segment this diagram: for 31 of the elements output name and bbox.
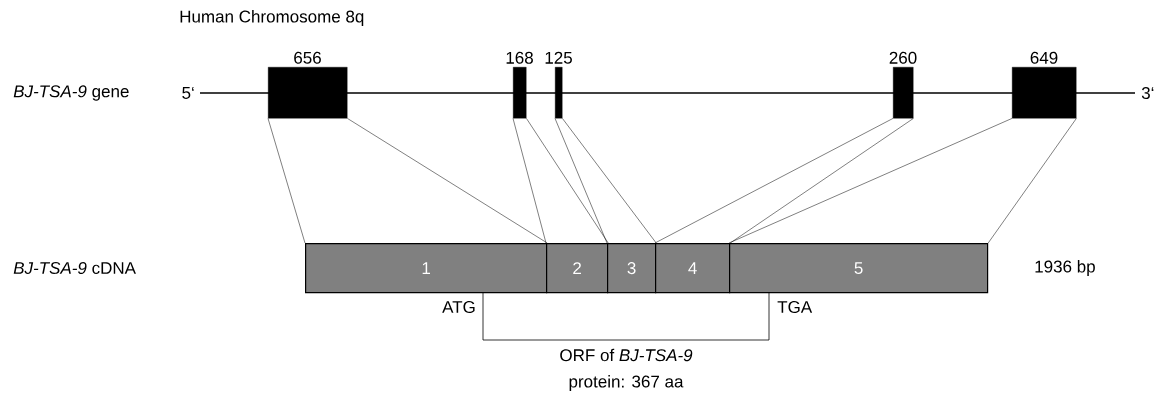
- exon-length: 168: [506, 51, 533, 64]
- connector-line: [562, 118, 657, 244]
- label: protein: 367 aa: [569, 375, 684, 391]
- connector-line: [654, 118, 894, 244]
- cdna-segment: 4: [655, 243, 731, 294]
- connector-line: [512, 118, 547, 244]
- label: TGA: [777, 301, 813, 314]
- exon-box: [555, 67, 563, 119]
- label: 3‘: [1141, 87, 1154, 100]
- exon-length: 649: [1030, 51, 1058, 64]
- exon-length: 260: [889, 51, 917, 64]
- label: Human Chromosome 8q: [180, 10, 364, 26]
- label: 5‘: [182, 87, 194, 99]
- label: BJ-TSA-9 gene: [13, 85, 129, 101]
- exon-box: [893, 67, 914, 119]
- connector-line: [987, 118, 1077, 244]
- label: ORF of BJ-TSA-9: [560, 348, 693, 362]
- connector-line: [267, 118, 306, 244]
- connector-line: [526, 118, 609, 244]
- exon-box: [513, 67, 527, 119]
- exon-box: [268, 67, 348, 119]
- connector-line: [347, 118, 548, 244]
- label: 1936 bp: [1035, 260, 1095, 276]
- label: BJ-TSA-9 cDNA: [13, 262, 136, 275]
- connector-line: [728, 118, 1013, 244]
- exon-length: 125: [545, 51, 572, 64]
- cdna-segment: 3: [607, 243, 657, 294]
- connector-line: [554, 118, 608, 244]
- exon-length: 656: [294, 51, 321, 64]
- exon-box: [1012, 67, 1077, 119]
- cdna-segment: 2: [546, 243, 609, 294]
